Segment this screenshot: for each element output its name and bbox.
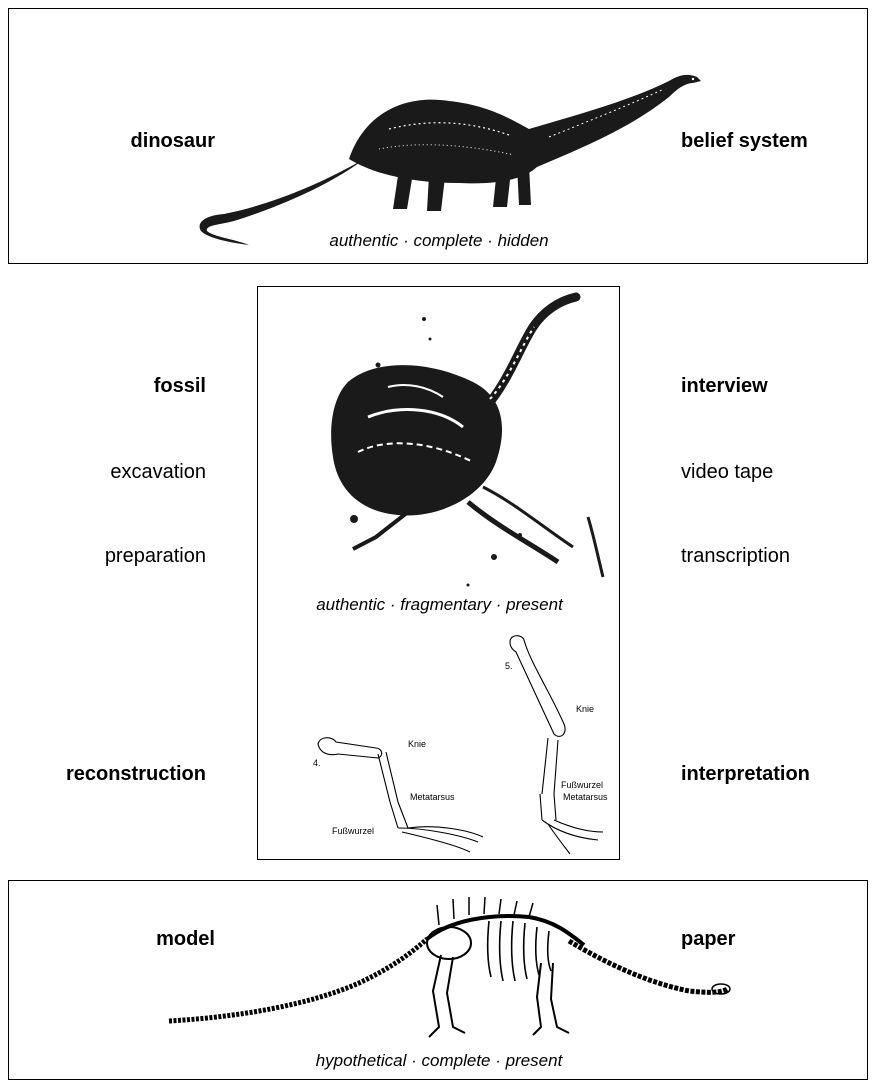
reconstruction-label: reconstruction <box>20 762 206 786</box>
fig5-knie-label: Knie <box>576 704 594 714</box>
leg-bone-diagrams: 4. Knie Metatarsus Fußwurzel 5. Knie Fuß… <box>258 632 621 857</box>
fossil-label: fossil <box>60 374 206 398</box>
fig4-metatarsus-label: Metatarsus <box>410 792 455 802</box>
top-panel: dinosaur belief system authentic · compl… <box>8 8 868 264</box>
fig4-number: 4. <box>313 758 321 768</box>
transcription-label: transcription <box>681 544 790 568</box>
leg-figure-5 <box>510 636 603 854</box>
middle-caption: authentic · fragmentary · present <box>258 595 621 615</box>
interpretation-label: interpretation <box>681 762 810 786</box>
top-caption: authentic · complete · hidden <box>239 231 639 251</box>
fig5-fusswurzel-label: Fußwurzel <box>561 780 603 790</box>
fossil-image <box>258 287 621 607</box>
evidence-panel: authentic · fragmentary · present 4. Kni… <box>257 286 620 860</box>
excavation-label: excavation <box>60 460 206 484</box>
preparation-label: preparation <box>60 544 206 568</box>
dinosaur-illustration <box>9 9 869 265</box>
fig5-number: 5. <box>505 661 513 671</box>
fig4-fusswurzel-label: Fußwurzel <box>332 826 374 836</box>
fig5-metatarsus-label: Metatarsus <box>563 792 608 802</box>
fig4-knie-label: Knie <box>408 739 426 749</box>
video-tape-label: video tape <box>681 460 773 484</box>
interview-label: interview <box>681 374 768 398</box>
bottom-panel: model paper <box>8 880 868 1080</box>
bottom-caption: hypothetical · complete · present <box>239 1051 639 1071</box>
